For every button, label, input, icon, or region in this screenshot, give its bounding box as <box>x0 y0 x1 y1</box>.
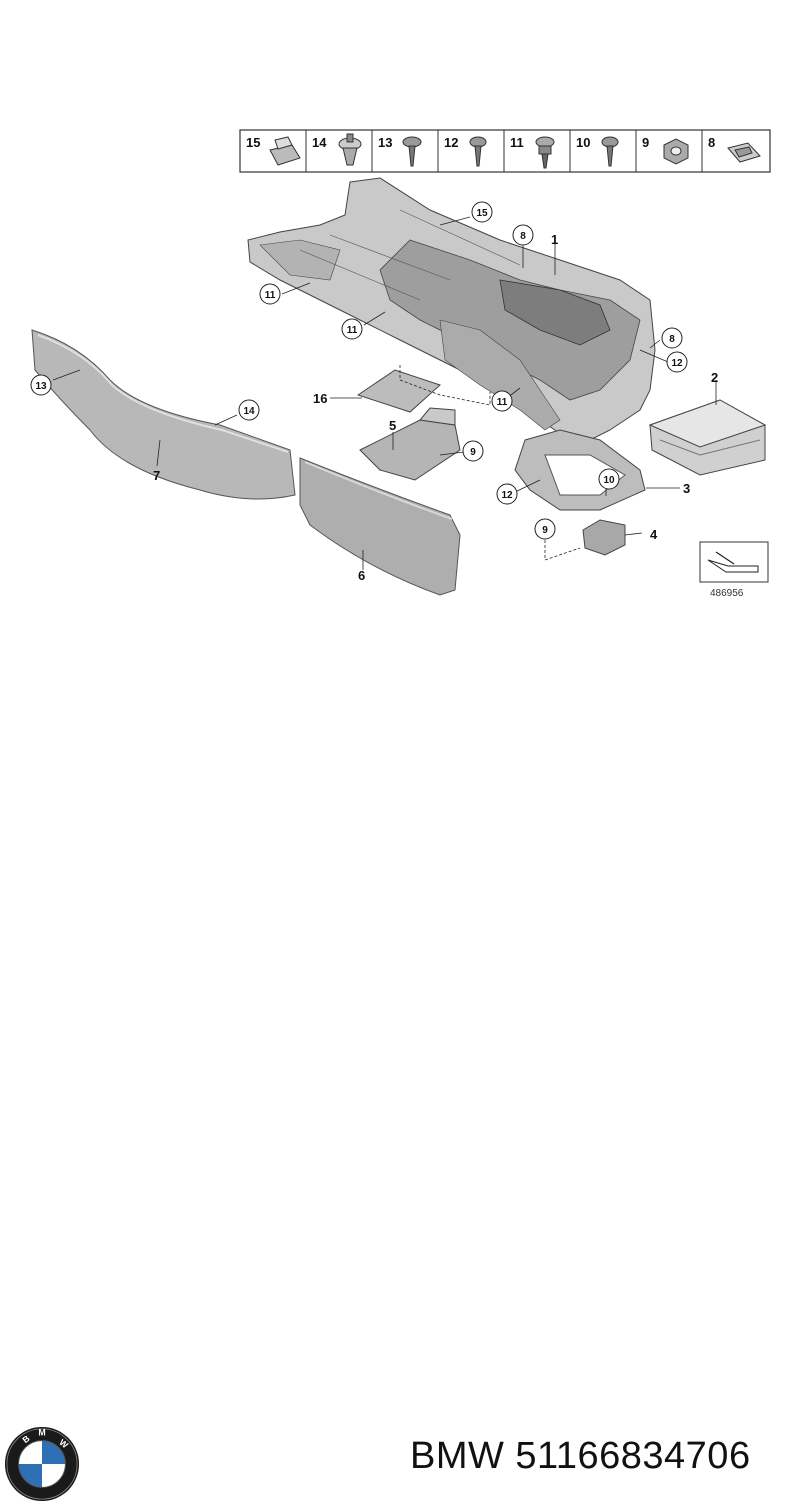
strip-num-10: 10 <box>576 135 590 150</box>
label-4: 4 <box>650 527 658 542</box>
callout-15: 15 <box>471 201 493 223</box>
svg-text:15: 15 <box>476 208 488 219</box>
strip-num-11: 11 <box>510 135 524 150</box>
screw-icon <box>601 136 619 167</box>
screw-icon <box>469 136 487 167</box>
svg-text:11: 11 <box>347 325 358 336</box>
bmw-logo: B M W <box>4 1426 80 1502</box>
callout-12: 12 <box>496 483 518 505</box>
svg-text:8: 8 <box>520 231 526 242</box>
label-16: 16 <box>313 391 327 406</box>
svg-text:M: M <box>38 1428 45 1438</box>
strip-num-9: 9 <box>642 135 649 150</box>
strip-num-15: 15 <box>246 135 260 150</box>
parts-diagram: 15 14 13 12 11 10 9 8 <box>30 129 771 599</box>
callout-10: 10 <box>598 468 620 490</box>
mount-plate <box>356 369 441 413</box>
strip-num-12: 12 <box>444 135 458 150</box>
mount-clip <box>582 519 626 556</box>
svg-text:9: 9 <box>542 525 548 536</box>
label-3: 3 <box>683 481 690 496</box>
label-6: 6 <box>358 568 365 583</box>
svg-text:12: 12 <box>671 358 683 369</box>
clip-nut-icon <box>269 136 301 166</box>
callout-12: 12 <box>666 351 688 373</box>
fastener-strip: 15 14 13 12 11 10 9 8 <box>239 129 771 173</box>
label-2: 2 <box>711 370 718 385</box>
callout-11: 11 <box>341 318 363 340</box>
collar-screw-icon <box>535 136 555 169</box>
callout-14: 14 <box>238 399 260 421</box>
svg-text:9: 9 <box>470 447 476 458</box>
callout-8: 8 <box>512 224 534 246</box>
console-carrier <box>247 177 656 441</box>
footer: B M W BMW 51166834706 <box>0 700 800 1502</box>
callout-11: 11 <box>491 390 513 412</box>
callout-8: 8 <box>661 327 683 349</box>
label-5: 5 <box>389 418 396 433</box>
reference-symbol <box>699 541 769 583</box>
svg-text:14: 14 <box>243 406 255 417</box>
strip-num-14: 14 <box>312 135 327 150</box>
dashed-assembly-lines <box>399 365 581 561</box>
hex-nut-icon <box>663 138 689 165</box>
callout-9: 9 <box>462 440 484 462</box>
side-trim-panel-6 <box>299 457 461 596</box>
strip-num-13: 13 <box>378 135 392 150</box>
side-trim-panel-7 <box>31 329 296 500</box>
reference-number: 486956 <box>710 588 744 599</box>
part-title: BMW 51166834706 <box>410 1435 751 1477</box>
callout-13: 13 <box>30 374 52 396</box>
control-module <box>648 399 767 476</box>
callout-9: 9 <box>534 518 556 540</box>
push-rivet-icon <box>338 133 362 166</box>
spring-nut-icon <box>727 142 761 163</box>
svg-text:12: 12 <box>501 490 513 501</box>
screw-icon <box>402 136 422 167</box>
leader-lines <box>52 216 717 570</box>
svg-text:13: 13 <box>35 381 47 392</box>
svg-text:8: 8 <box>669 334 675 345</box>
label-1: 1 <box>551 232 558 247</box>
svg-text:11: 11 <box>497 397 508 408</box>
svg-text:10: 10 <box>603 475 615 486</box>
support-bracket <box>359 407 461 481</box>
callout-11: 11 <box>259 283 281 305</box>
strip-num-8: 8 <box>708 135 715 150</box>
lower-bracket <box>514 429 646 511</box>
label-7: 7 <box>153 468 160 483</box>
svg-text:11: 11 <box>265 290 276 301</box>
